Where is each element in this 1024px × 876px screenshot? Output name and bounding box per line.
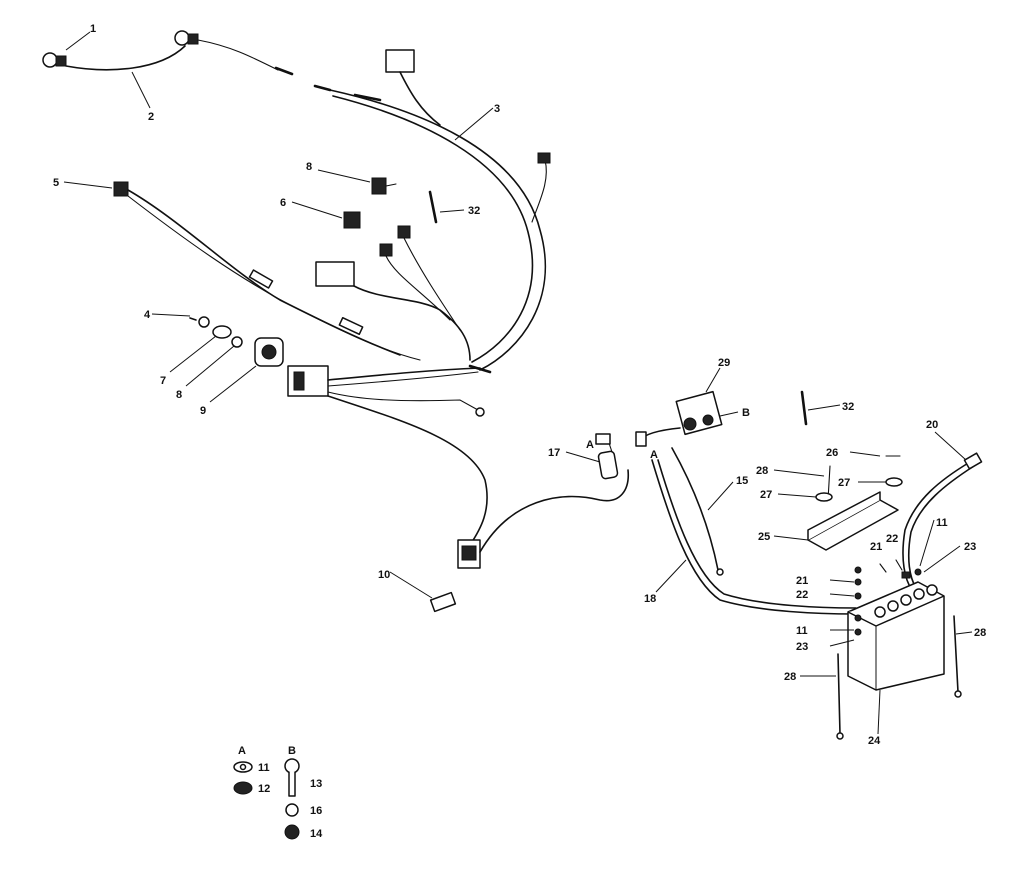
- ref-B-solenoid: B: [742, 407, 750, 419]
- callout-14: 14: [310, 828, 323, 840]
- callout-5: 5: [53, 177, 59, 189]
- callout-28-right: 28: [974, 627, 986, 639]
- callout-4: 4: [144, 309, 151, 321]
- clamp-32-right: [800, 390, 808, 426]
- callout-labels: 1 2 3 4 5 6 7 8 8 9 10 11 11 11 12 13 14…: [53, 23, 986, 840]
- callout-3: 3: [494, 103, 500, 115]
- fuse-holder-10: [429, 469, 629, 613]
- key-4: [189, 316, 210, 328]
- callout-18: 18: [644, 593, 656, 605]
- callout-29: 29: [718, 357, 730, 369]
- solenoid-29: [635, 390, 723, 447]
- leader-lines: [63, 31, 973, 735]
- callout-9: 9: [200, 405, 206, 417]
- callout-16: 16: [310, 805, 322, 817]
- callout-22-lower: 22: [796, 589, 808, 601]
- connector-8-top: [371, 177, 397, 195]
- callout-17: 17: [548, 447, 560, 459]
- ignition-washer-8: [231, 336, 243, 348]
- callout-13: 13: [310, 778, 322, 790]
- relay-module: [315, 225, 471, 361]
- ground-cable-15: [671, 447, 724, 576]
- callout-11-key: 11: [258, 762, 270, 774]
- ref-A-key: A: [238, 745, 246, 757]
- ignition-nut-7: [212, 325, 232, 339]
- ref-A-cable: A: [650, 449, 658, 461]
- callout-8: 8: [176, 389, 182, 401]
- headlight-wire: [65, 39, 294, 76]
- terminal-hardware: [854, 559, 922, 636]
- plug-17: [595, 433, 619, 480]
- callout-6: 6: [280, 197, 286, 209]
- callout-20: 20: [926, 419, 938, 431]
- hardware-key: [233, 758, 300, 840]
- main-wiring-harness: [313, 49, 551, 371]
- hold-down-rods-28: [836, 615, 962, 740]
- callout-23-upper: 23: [964, 541, 976, 553]
- callout-24: 24: [868, 735, 881, 747]
- callout-21-lower: 21: [796, 575, 808, 587]
- callout-1: 1: [90, 23, 96, 35]
- callout-23-lower: 23: [796, 641, 808, 653]
- ignition-switch-9: [254, 337, 284, 367]
- callout-27-left: 27: [760, 489, 772, 501]
- callout-10: 10: [378, 569, 390, 581]
- callout-32-right: 32: [842, 401, 854, 413]
- callout-26-right: 26: [826, 447, 838, 459]
- callout-12: 12: [258, 783, 270, 795]
- callout-8-top: 8: [306, 161, 312, 173]
- callout-27-right: 27: [838, 477, 850, 489]
- callout-25: 25: [758, 531, 770, 543]
- battery-cable-18: [651, 459, 857, 615]
- battery-24: [847, 581, 945, 691]
- central-connector: [287, 364, 492, 546]
- callout-15: 15: [736, 475, 748, 487]
- connector-6: [343, 211, 361, 229]
- battery-bracket-25: [807, 491, 899, 551]
- callout-32-top: 32: [468, 205, 480, 217]
- callout-21-upper: 21: [870, 541, 882, 553]
- ref-B-key: B: [288, 745, 296, 757]
- callout-2: 2: [148, 111, 154, 123]
- ref-A-plug: A: [586, 439, 594, 451]
- switch-connector-5: [113, 181, 421, 361]
- callout-22-upper: 22: [886, 533, 898, 545]
- callout-11-upper: 11: [936, 517, 948, 529]
- clamp-32-top: [428, 190, 438, 224]
- callout-11-lower: 11: [796, 625, 808, 637]
- headlight-bulbs: [42, 30, 199, 68]
- callout-28-left: 28: [784, 671, 796, 683]
- callout-7: 7: [160, 375, 166, 387]
- callout-28-top: 28: [756, 465, 768, 477]
